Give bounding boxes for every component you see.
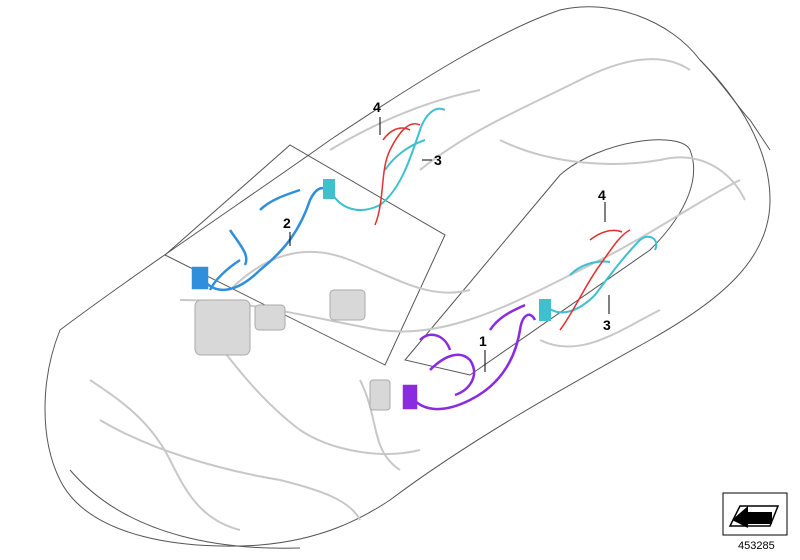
dashboard-components <box>194 289 391 411</box>
car-body-outline <box>44 6 771 549</box>
reference-number: 453285 <box>738 540 775 552</box>
harness-3-rear <box>539 235 658 321</box>
windshield-outline <box>164 144 446 366</box>
harness-1 <box>402 303 537 411</box>
harness-4-front <box>374 123 421 226</box>
callout-4-front: 4 <box>373 99 381 115</box>
rear-glass-outline <box>404 139 695 376</box>
callout-4-rear: 4 <box>598 187 606 203</box>
harness-4-rear <box>559 229 631 331</box>
callout-3-front: 3 <box>434 152 442 168</box>
harness-2 <box>191 186 331 292</box>
callout-leaders <box>289 117 610 372</box>
harness-3-front <box>323 107 446 211</box>
callout-2: 2 <box>283 215 291 231</box>
callout-3-rear: 3 <box>603 317 611 333</box>
navigation-arrow-icon <box>722 492 788 536</box>
callout-1: 1 <box>479 333 487 349</box>
